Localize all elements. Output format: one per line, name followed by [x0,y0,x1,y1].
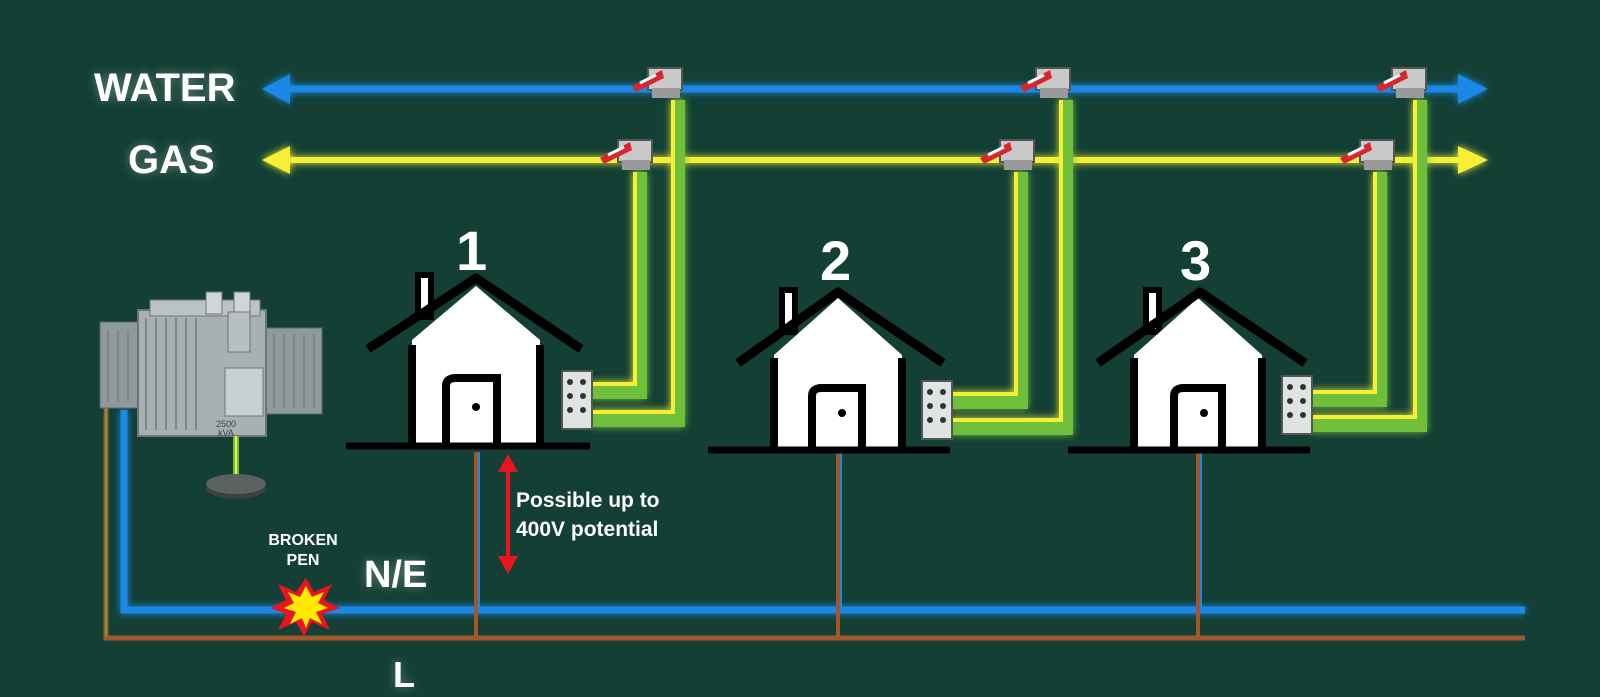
gas-bond-clamp-2-icon [980,139,1035,170]
potential-arrow-icon [498,454,518,574]
potential-note-line-2: 400V potential [516,518,659,541]
gas-bond-clamp-3-icon [1340,139,1395,170]
gas-arrow-right-icon [1458,146,1488,174]
earth-terminal-bar-3-icon [1281,375,1313,435]
water-pipe [262,74,1488,104]
broken-pen-spark-icon [270,578,340,636]
house-3-drop [1196,452,1202,638]
house-1-drop [474,452,480,638]
house-2-icon [708,287,953,454]
transformer-plate: 2500 kVA [216,420,236,438]
transformer-plate-line-1: 2500 [216,419,237,429]
potential-note-line-1: Possible up to [516,489,660,512]
house-2-drop [836,452,842,638]
gas-arrow-left-icon [262,146,290,174]
earth-terminal-bar-1-icon [561,370,593,430]
gas-bond-clamp-1-icon [600,139,653,170]
line-label: L [393,654,415,695]
house-1-icon [346,272,593,450]
water-arrow-left-icon [262,74,290,104]
house-3-number: 3 [1180,229,1212,292]
house-1-number: 1 [456,219,488,282]
transformer-plate-line-2: kVA [218,428,234,438]
neutral-earth-label: N/E [364,554,428,596]
gas-label: GAS [128,138,215,182]
gas-pipe [262,146,1488,174]
potential-note: Possible up to 400V potential [516,486,660,544]
bonding-conductors [591,100,1427,435]
broken-pen-label: BROKEN PEN [262,531,344,571]
broken-pen-line-1: BROKEN [268,532,338,549]
water-label: WATER [94,66,236,110]
broken-pen-line-2: PEN [286,552,320,569]
earth-terminal-bar-2-icon [921,380,953,440]
house-3-icon [1068,287,1313,454]
water-arrow-right-icon [1458,74,1488,104]
house-2-number: 2 [820,229,852,292]
neutral-earth-conductor [120,410,1525,614]
water-bond-clamp-3-icon [1376,67,1427,98]
supply-conductors [103,380,1525,641]
transformer-icon [99,291,323,499]
water-bond-clamp-1-icon [632,67,683,98]
water-bond-clamp-2-icon [1020,67,1071,98]
